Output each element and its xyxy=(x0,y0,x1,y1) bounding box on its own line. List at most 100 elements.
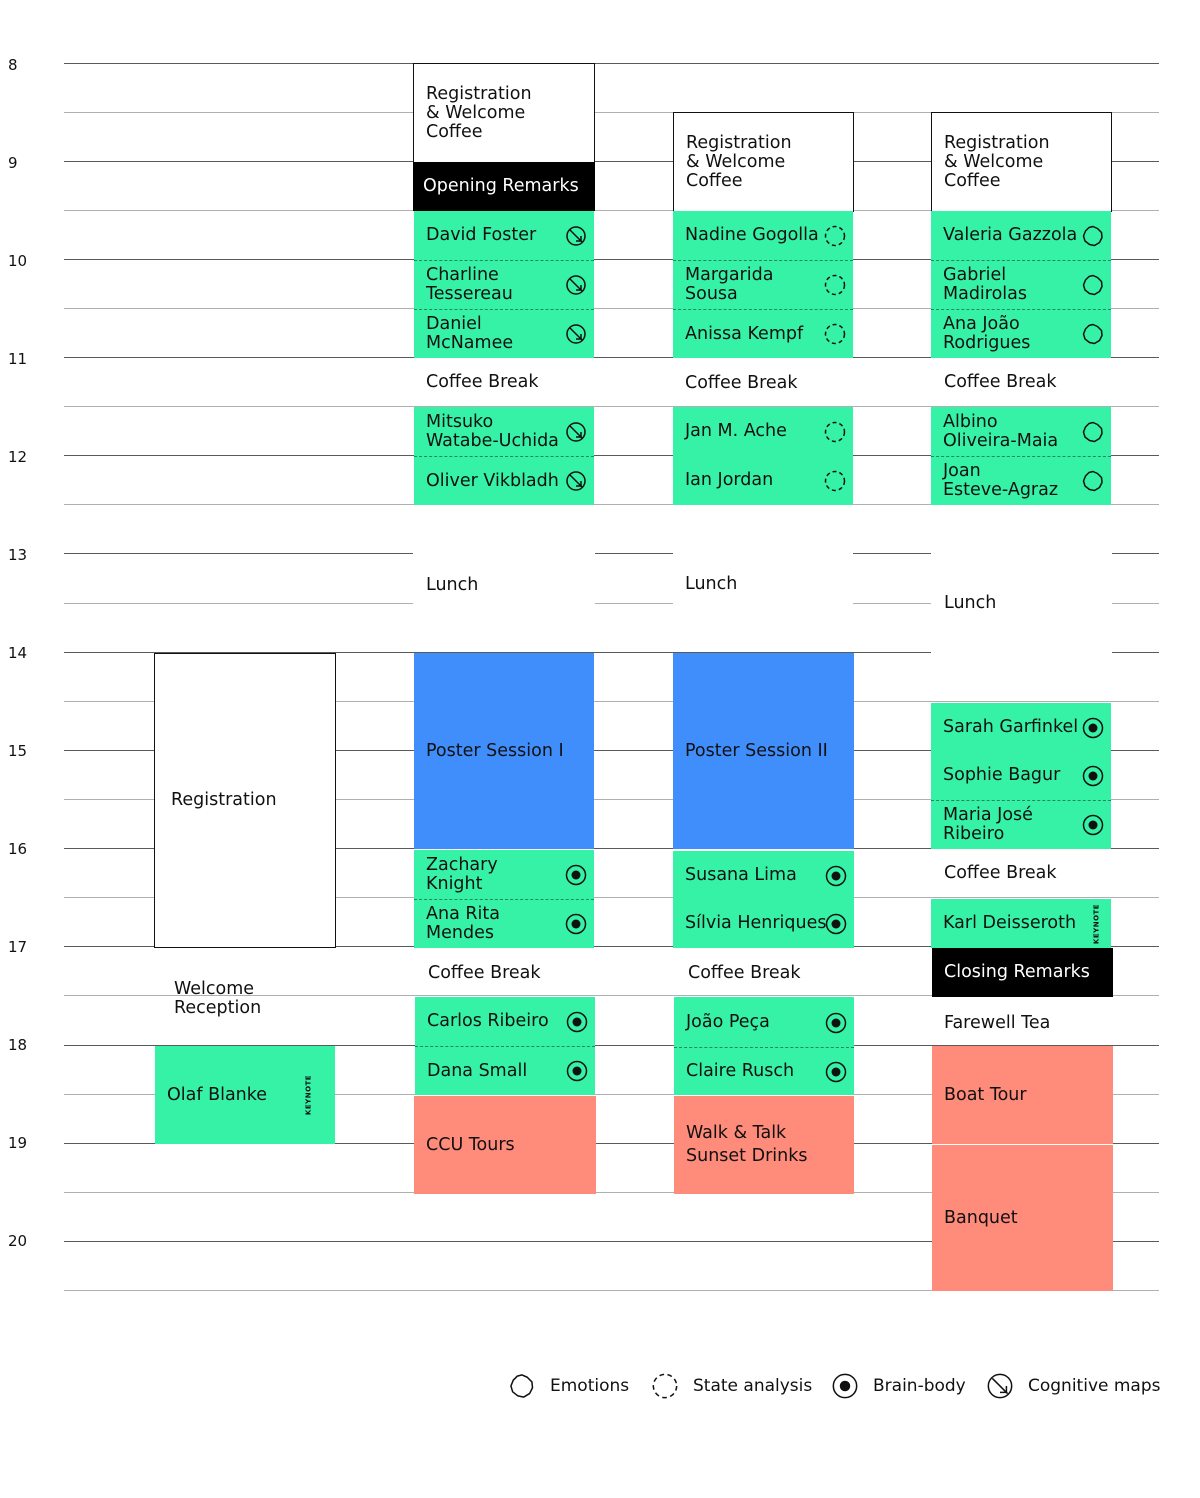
poster-session-1[interactable]: Poster Session I xyxy=(414,653,594,849)
session-zachary-knight[interactable]: Zachary Knight xyxy=(414,850,594,899)
coffee-break: Coffee Break xyxy=(932,853,1112,893)
grid-line xyxy=(64,63,1159,64)
speaker-name: Anissa Kempf xyxy=(685,323,804,344)
farewell-tea-label: Farewell Tea xyxy=(944,1012,1051,1033)
registration-welcome-coffee[interactable]: Registration & Welcome Coffee xyxy=(673,112,854,212)
poster-session-label: Poster Session I xyxy=(426,740,564,761)
brain-body-icon xyxy=(825,1012,847,1033)
grid-line xyxy=(64,750,1159,751)
speaker-name: Albino Oliveira-Maia xyxy=(943,411,1059,451)
session-gabriel-madirolas[interactable]: Gabriel Madirolas xyxy=(931,260,1111,309)
speaker-name: Margarida Sousa xyxy=(685,265,774,304)
speaker-name: Olaf Blanke xyxy=(167,1084,268,1105)
opening-remarks-label: Opening Remarks xyxy=(423,176,579,196)
registration-welcome-coffee[interactable]: Registration & Welcome Coffee xyxy=(931,112,1112,212)
grid-line xyxy=(64,259,1159,260)
registration-label: Registration & Welcome Coffee xyxy=(686,132,792,191)
session-joao-peca[interactable]: João Peça xyxy=(674,997,854,1048)
state-analysis-icon xyxy=(824,470,846,491)
session-charline-tessereau[interactable]: Charline Tessereau xyxy=(414,260,594,309)
hour-label: 16 xyxy=(8,840,28,858)
cognitive-maps-icon xyxy=(566,421,586,442)
brain-body-icon xyxy=(825,1061,847,1082)
registration-welcome-coffee[interactable]: Registration & Welcome Coffee xyxy=(413,63,595,163)
brain-body-icon xyxy=(1082,717,1104,738)
legend-label: Emotions xyxy=(550,1376,630,1396)
session-mitsuko-watabe-uchida[interactable]: Mitsuko Watabe-Uchida xyxy=(414,407,594,456)
speaker-name: Dana Small xyxy=(427,1060,528,1081)
state-analysis-icon xyxy=(652,1373,678,1399)
grid-line xyxy=(64,357,1159,358)
session-david-foster[interactable]: David Foster xyxy=(414,211,594,260)
session-jan-m-ache[interactable]: Jan M. Ache xyxy=(673,407,853,456)
banquet[interactable]: Banquet xyxy=(932,1145,1113,1291)
session-joan-esteve-agraz[interactable]: Joan Esteve-Agraz xyxy=(931,456,1111,505)
brain-body-icon xyxy=(566,1060,588,1082)
session-susana-lima[interactable]: Susana Lima xyxy=(673,851,854,900)
cognitive-maps-icon xyxy=(566,225,586,246)
registration-block[interactable]: Registration xyxy=(154,653,336,948)
brain-body-icon xyxy=(832,1373,858,1399)
speaker-name: Claire Rusch xyxy=(686,1061,795,1081)
session-silvia-henriques[interactable]: Sílvia Henriques xyxy=(673,899,854,948)
session-anissa-kempf[interactable]: Anissa Kempf xyxy=(673,309,853,358)
closing-remarks-label: Closing Remarks xyxy=(944,962,1090,982)
session-ana-joao-rodrigues[interactable]: Ana João Rodrigues xyxy=(931,309,1111,358)
session-ian-jordan[interactable]: Ian Jordan xyxy=(673,456,853,505)
session-sophie-bagur[interactable]: Sophie Bagur xyxy=(931,751,1111,800)
grid-line xyxy=(64,1143,1159,1144)
session-olaf-blanke[interactable]: Olaf Blanke KEYNOTE xyxy=(155,1046,335,1144)
session-ana-rita-mendes[interactable]: Ana Rita Mendes xyxy=(414,899,594,948)
grid-line xyxy=(64,210,1159,211)
session-carlos-ribeiro[interactable]: Carlos Ribeiro xyxy=(415,997,595,1046)
session-dana-small[interactable]: Dana Small xyxy=(415,1046,595,1095)
legend-state-analysis: State analysis xyxy=(651,1372,812,1400)
hour-label: 9 xyxy=(8,154,18,172)
session-karl-deisseroth[interactable]: Karl Deisseroth KEYNOTE xyxy=(931,899,1111,948)
session-nadine-gogolla[interactable]: Nadine Gogolla xyxy=(673,211,853,260)
poster-session-2[interactable]: Poster Session II xyxy=(673,653,854,849)
grid-line xyxy=(64,946,1159,947)
speaker-name: Ian Jordan xyxy=(685,470,774,490)
boat-tour[interactable]: Boat Tour xyxy=(932,1046,1113,1144)
brain-body-icon xyxy=(565,864,587,885)
grid-line xyxy=(64,1094,1159,1095)
lunch: Lunch xyxy=(673,564,853,604)
speaker-name: Sarah Garfinkel xyxy=(943,717,1079,737)
grid-line xyxy=(64,504,1159,505)
registration-label: Registration & Welcome Coffee xyxy=(944,132,1050,191)
grid-line xyxy=(64,848,1159,849)
hour-label: 17 xyxy=(8,938,28,956)
session-daniel-mcnamee[interactable]: Daniel McNamee xyxy=(414,309,594,358)
poster-session-label: Poster Session II xyxy=(685,740,828,761)
coffee-break-label: Coffee Break xyxy=(426,371,539,392)
keynote-badge: KEYNOTE xyxy=(1092,903,1101,944)
registration-label: Registration & Welcome Coffee xyxy=(426,83,532,142)
speaker-name: Ana Rita Mendes xyxy=(426,904,500,943)
walk-talk-label: Walk & Talk Sunset Drinks xyxy=(686,1123,808,1166)
ccu-tours[interactable]: CCU Tours xyxy=(414,1096,596,1194)
closing-remarks[interactable]: Closing Remarks xyxy=(932,948,1113,997)
speaker-name: David Foster xyxy=(426,225,537,245)
lunch: Lunch xyxy=(414,565,594,605)
coffee-break: Coffee Break xyxy=(414,359,594,405)
session-claire-rusch[interactable]: Claire Rusch xyxy=(674,1047,854,1095)
session-albino-oliveira-maia[interactable]: Albino Oliveira-Maia xyxy=(931,407,1111,456)
session-oliver-vikbladh[interactable]: Oliver Vikbladh xyxy=(414,456,594,505)
emotions-icon xyxy=(1082,421,1103,442)
coffee-break-label: Coffee Break xyxy=(428,962,541,983)
session-valeria-gazzola[interactable]: Valeria Gazzola xyxy=(931,211,1111,260)
emotions-icon xyxy=(1082,323,1103,345)
welcome-reception-label: Welcome Reception xyxy=(174,979,262,1018)
session-sarah-garfinkel[interactable]: Sarah Garfinkel xyxy=(931,703,1111,752)
grid-line xyxy=(64,161,1159,162)
coffee-break: Coffee Break xyxy=(416,953,594,993)
opening-remarks[interactable]: Opening Remarks xyxy=(413,162,595,211)
grid-line xyxy=(64,652,1159,653)
walk-talk-sunset-drinks[interactable]: Walk & Talk Sunset Drinks xyxy=(674,1096,854,1194)
session-maria-jose-ribeiro[interactable]: Maria José Ribeiro xyxy=(931,800,1111,849)
welcome-reception: Welcome Reception xyxy=(162,974,332,1024)
session-margarida-sousa[interactable]: Margarida Sousa xyxy=(673,260,853,309)
grid-line xyxy=(64,995,1159,996)
brain-body-icon xyxy=(1082,814,1104,836)
